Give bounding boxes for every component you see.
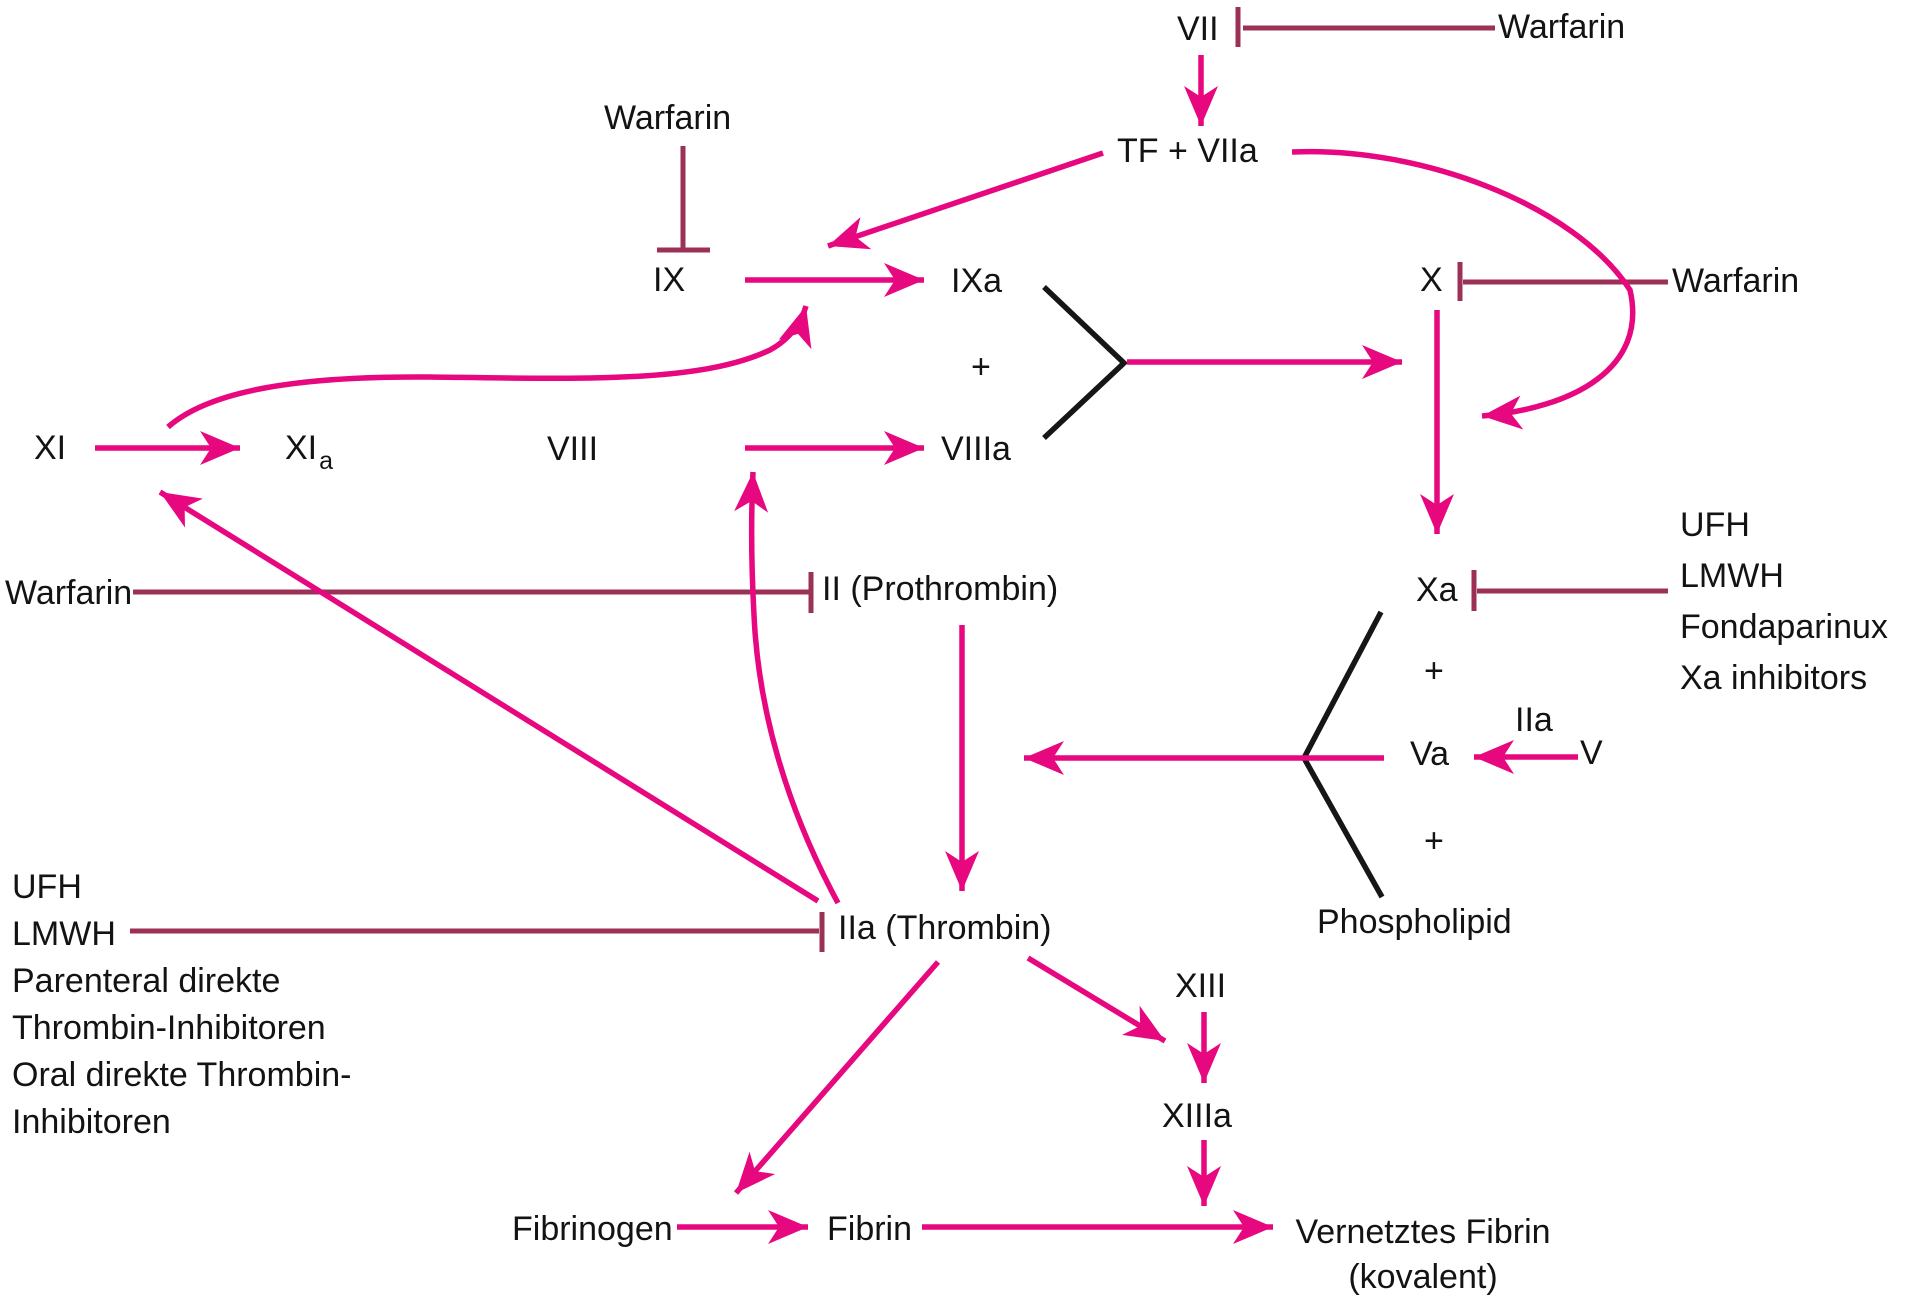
node-phospholipid: Phospholipid (1317, 903, 1512, 941)
label-iia-activator: IIa (1515, 701, 1553, 739)
drug-item-oral-direkte: Oral direkte Thrombin- (12, 1056, 352, 1094)
node-xi: XI (34, 429, 67, 467)
drug-item-thrombin-inhibitoren: Thrombin-Inhibitoren (12, 1009, 326, 1047)
drug-list-xa-inhibitors: UFH LMWH Fondaparinux Xa inhibitors (1680, 500, 1888, 704)
node-ii-prothrombin: II (Prothrombin) (822, 570, 1059, 608)
node-viii: VIII (547, 430, 599, 468)
inhibition-warfarin-ix (657, 146, 710, 253)
activation-arrows (95, 55, 1636, 1244)
label-warfarin-ix: Warfarin (604, 99, 732, 137)
inhibition-warfarin-ii (133, 572, 814, 613)
node-ix: IX (653, 261, 686, 299)
arrow-iia-to-xi (158, 489, 820, 904)
inhibition-xa-drugs (1471, 570, 1668, 611)
inhibition-warfarin-x (1457, 262, 1668, 301)
arrow-iia-to-viii (734, 471, 841, 905)
vernetztes-fibrin-line2: (kovalent) (1348, 1258, 1498, 1296)
node-ixa: IXa (951, 262, 1003, 300)
node-viiia: VIIIa (941, 430, 1011, 468)
drug-item-ufh2: UFH (12, 868, 82, 906)
node-v: V (1580, 734, 1603, 772)
node-xia: XIa (285, 429, 333, 474)
node-fibrin: Fibrin (827, 1210, 913, 1248)
bracket-xa-va-phospholipid (1300, 610, 1385, 899)
arrow-xia-to-ix (166, 305, 812, 430)
node-xia-base: XI (285, 429, 318, 467)
plus-xa-va: + (1424, 652, 1444, 690)
bracket-ixa-viiia (1042, 285, 1129, 441)
complex-brackets (1042, 285, 1385, 899)
drug-item-lmwh: LMWH (1680, 557, 1784, 595)
arrow-iia-to-fibrinogen (733, 960, 941, 1195)
drug-item-fondaparinux: Fondaparinux (1680, 608, 1888, 646)
vernetztes-fibrin-line1: Vernetztes Fibrin (1295, 1213, 1551, 1251)
drug-item-lmwh2: LMWH (12, 915, 116, 953)
arrow-tfviia-to-x (1291, 148, 1636, 430)
node-vii: VII (1177, 10, 1219, 48)
node-tf-viia: TF + VIIa (1117, 132, 1258, 170)
drug-item-xa-inhibitors: Xa inhibitors (1680, 659, 1868, 697)
node-vernetztes-fibrin: Vernetztes Fibrin (kovalent) (1293, 1210, 1553, 1300)
inhibition-lines (130, 7, 1668, 952)
inhibition-iia-drugs (130, 912, 825, 952)
node-xa: Xa (1416, 571, 1458, 609)
drug-item-inhibitoren: Inhibitoren (12, 1103, 171, 1141)
node-va: Va (1410, 735, 1450, 773)
label-warfarin-vii: Warfarin (1498, 8, 1626, 46)
node-x: X (1420, 261, 1443, 299)
label-warfarin-x: Warfarin (1672, 262, 1800, 300)
node-fibrinogen: Fibrinogen (512, 1210, 673, 1248)
node-xiii: XIII (1175, 967, 1227, 1005)
inhibition-warfarin-vii (1235, 7, 1495, 47)
node-xiiia: XIIIa (1162, 1097, 1232, 1135)
arrow-tfviia-to-ix (827, 150, 1104, 250)
node-iia-thrombin: IIa (Thrombin) (838, 909, 1052, 947)
node-xia-subscript: a (319, 447, 334, 475)
drug-item-parenteral: Parenteral direkte (12, 962, 281, 1000)
arrow-iia-to-xiii (1026, 955, 1167, 1044)
drug-list-iia-inhibitors: UFH LMWH Parenteral direkte Thrombin-Inh… (12, 864, 352, 1146)
plus-ixa-viiia: + (971, 348, 991, 386)
label-warfarin-ii: Warfarin (5, 574, 133, 612)
plus-va-phospholipid: + (1424, 822, 1444, 860)
drug-item-ufh: UFH (1680, 506, 1750, 544)
